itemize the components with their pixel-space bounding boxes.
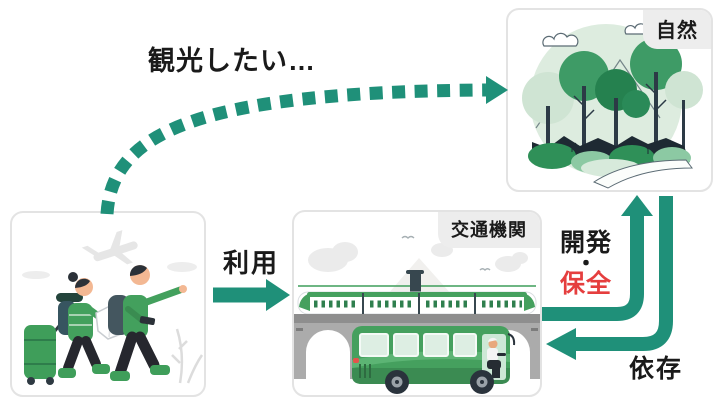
- birds-icon: [401, 235, 491, 271]
- sprig-icon: [567, 142, 653, 154]
- cloud-icon: [22, 271, 50, 279]
- conserve-label: 保全: [559, 270, 612, 298]
- nature-tag: 自然: [643, 10, 711, 49]
- sightsee-dashed-arrow: [100, 76, 508, 215]
- node-transport: 交通機関: [292, 210, 542, 397]
- airplane-icon: [81, 230, 138, 265]
- develop-arrowhead-icon: [621, 195, 653, 216]
- depend-arrowhead-icon: [546, 328, 576, 360]
- man-traveler: [108, 265, 187, 381]
- interpunct: ・: [574, 251, 597, 276]
- bus-driver: [487, 337, 506, 378]
- bus: [352, 326, 516, 394]
- transport-tag: 交通機関: [438, 212, 540, 248]
- use-label: 利用: [222, 248, 279, 278]
- cloud-icon: [167, 262, 197, 272]
- travelers-illustration: [22, 230, 204, 385]
- cloud-icon: [308, 242, 528, 272]
- depend-label: 依存: [628, 355, 683, 383]
- sightsee-arrowhead-icon: [486, 76, 508, 104]
- plant-sprigs: [171, 328, 204, 384]
- train: [297, 270, 537, 315]
- transport-illustration: [294, 235, 540, 394]
- sightsee-label: 観光したい…: [148, 46, 316, 76]
- bus-wheels: [385, 370, 494, 394]
- use-arrow: [213, 279, 290, 311]
- forest-trees: [522, 38, 703, 160]
- forest-path: [592, 159, 693, 189]
- node-travelers: [10, 211, 206, 397]
- node-nature: 自然: [506, 8, 713, 192]
- develop-conserve-label: 開発 ・ 保全: [550, 229, 622, 298]
